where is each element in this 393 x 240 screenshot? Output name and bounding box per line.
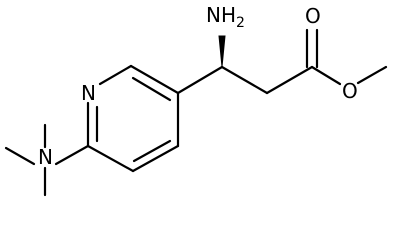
bond-c3-c2 <box>129 64 180 95</box>
ester-o-label: O <box>342 79 358 103</box>
bond-carbonyl-ester-o <box>310 65 342 86</box>
molecule-diagram: N H 2 N N O O <box>4 3 388 197</box>
bond-n-methyl-left <box>4 146 36 166</box>
bond-c2-n1 <box>98 64 133 86</box>
amine-h-label: H <box>221 3 236 27</box>
carbonyl-o-label: O <box>305 4 321 28</box>
dimethylamino-n-label: N <box>38 145 53 169</box>
bond-ch2-carbonyl <box>265 65 314 95</box>
bond-c3-c2-double <box>131 76 172 102</box>
bond-chiral-ch2 <box>220 65 269 95</box>
amine-n-label: N <box>206 3 221 27</box>
wedge-bond-nh2 <box>218 35 226 68</box>
bond-c5-c4 <box>131 144 180 173</box>
bond-c5-c4-double <box>132 139 172 163</box>
pyridine-n-label: N <box>81 81 96 105</box>
bond-c6-nme2 <box>54 144 90 166</box>
bond-c3-chiral <box>176 65 224 95</box>
amine-h-count: 2 <box>236 15 245 31</box>
structure-canvas: N H 2 N N O O <box>4 3 388 197</box>
bond-c6-c5 <box>86 144 135 173</box>
bond-ester-o-methyl <box>356 65 388 85</box>
